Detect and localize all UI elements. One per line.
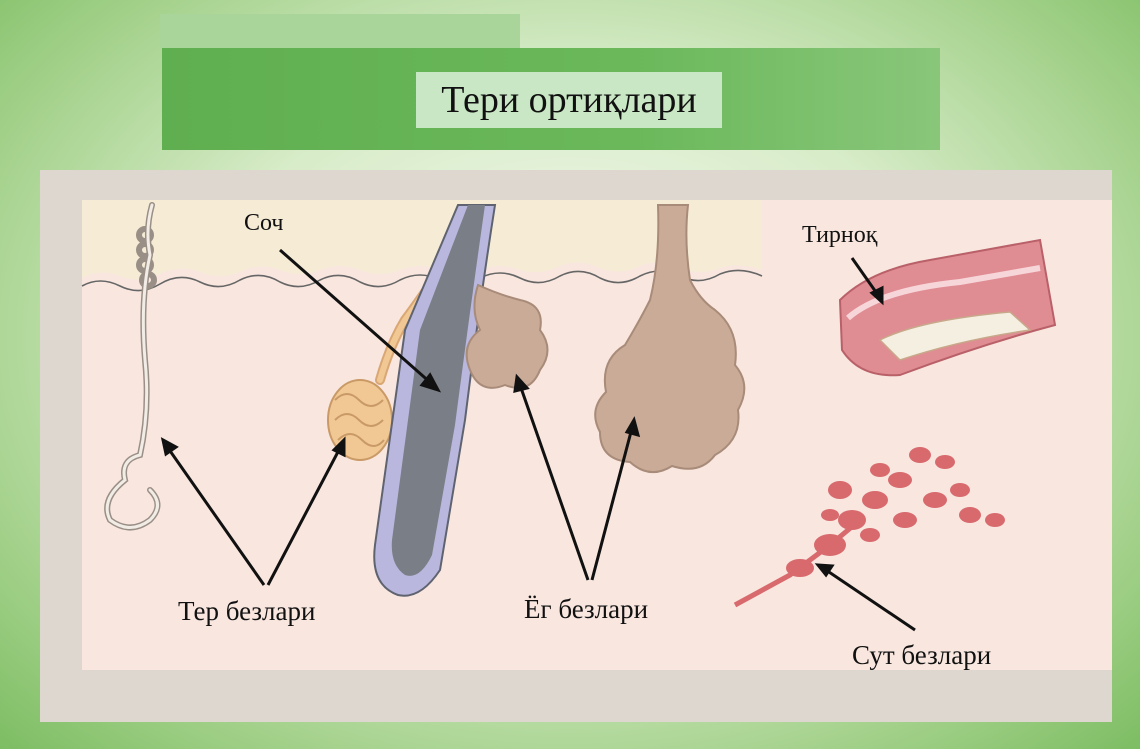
- mammary-gland-illustration: [735, 447, 1005, 605]
- sebaceous-gland-small: [467, 285, 548, 388]
- sweat-glands-label: Тер безлари: [178, 596, 315, 627]
- mammary-glands-label: Сут безлари: [852, 640, 991, 671]
- nail-illustration: [840, 240, 1055, 375]
- sebaceous-glands-label: Ёг безлари: [524, 594, 648, 625]
- hair-label: Соч: [244, 210, 283, 237]
- nail-label: Тирноқ: [802, 222, 877, 249]
